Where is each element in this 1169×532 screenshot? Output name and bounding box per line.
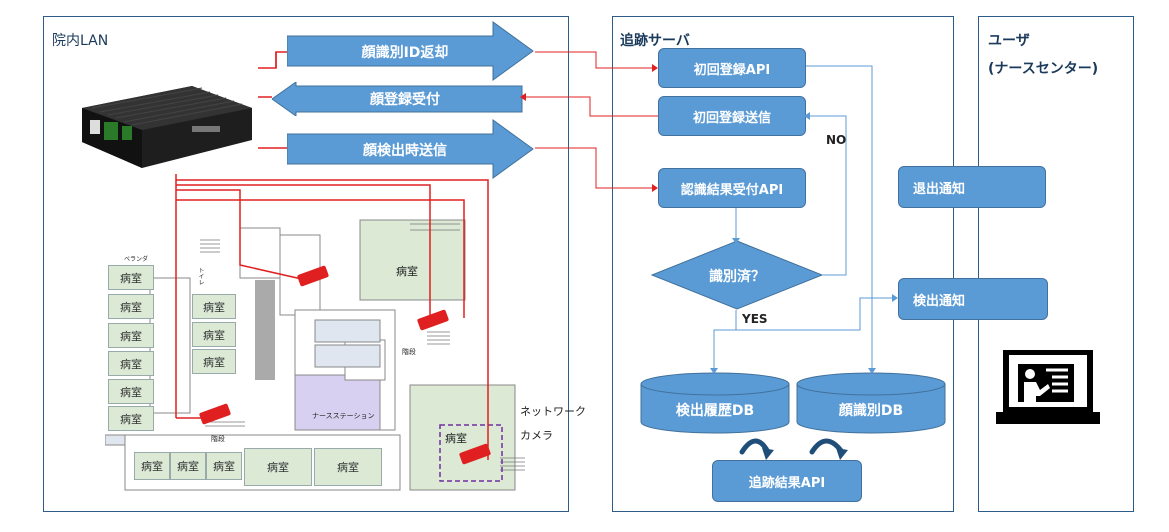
edge-device-image <box>72 68 258 174</box>
stairs-label-2: 階段 <box>211 435 225 443</box>
room-inner-2: 病室 <box>192 322 236 347</box>
lan-panel-title: 院内LAN <box>52 33 109 49</box>
face-id-db-cylinder <box>796 372 946 438</box>
face-id-db-label: 顔識別DB <box>838 403 904 419</box>
room-inner-1: 病室 <box>192 294 236 319</box>
detect-notice-box: 検出通知 <box>898 278 1048 320</box>
room-right-label: 病室 <box>445 432 467 445</box>
decision-label: 識別済？ <box>709 269 765 285</box>
room-bottom-2: 病室 <box>170 452 206 480</box>
room-top-right-label: 病室 <box>396 265 418 278</box>
monitor-presentation-icon <box>996 349 1100 432</box>
stairs-label-1: 階段 <box>402 348 416 356</box>
network-camera-label-2: カメラ <box>520 429 553 442</box>
face-register-receive-arrow <box>271 81 524 120</box>
floor-plan <box>104 200 525 500</box>
recognition-result-api-box: 認識結果受付API <box>658 168 806 208</box>
face-id-return-label: 顔識別ID返却 <box>361 45 449 61</box>
yes-label: YES <box>742 312 768 326</box>
room-left-4: 病室 <box>108 351 154 376</box>
room-inner-3: 病室 <box>192 349 236 374</box>
face-register-receive-label: 顔登録受付 <box>370 92 440 108</box>
room-left-5: 病室 <box>108 379 154 404</box>
initial-register-send-box: 初回登録送信 <box>658 96 806 136</box>
nurse-station-label: ナースステーション <box>312 412 375 420</box>
room-left-2: 病室 <box>108 294 154 319</box>
room-bottom-4: 病室 <box>244 448 312 486</box>
room-bottom-5: 病室 <box>314 448 382 486</box>
user-panel-title-2: (ナースセンター) <box>988 61 1099 77</box>
face-detect-send-arrow <box>286 118 535 184</box>
network-wiring <box>175 51 491 465</box>
room-left-6: 病室 <box>108 406 154 431</box>
tracking-result-api-box: 追跡結果API <box>712 460 862 502</box>
room-left-1: 病室 <box>108 265 154 290</box>
exit-notice-box: 退出通知 <box>898 166 1046 208</box>
detect-history-db-label: 検出履歴DB <box>675 403 755 419</box>
camera-icon <box>199 265 491 465</box>
user-panel-title-1: ユーザ <box>988 33 1030 49</box>
decision-diamond <box>650 240 824 314</box>
server-panel-title: 追跡サーバ <box>620 33 690 49</box>
face-detect-send-label: 顔検出時送信 <box>363 143 447 159</box>
face-id-return-arrow <box>286 20 535 86</box>
no-label: NO <box>826 133 847 147</box>
initial-register-api-box: 初回登録API <box>658 48 806 88</box>
network-camera-label-1: ネットワーク <box>520 405 586 418</box>
room-bottom-3: 病室 <box>206 452 242 480</box>
user-panel <box>978 16 1134 512</box>
room-left-3: 病室 <box>108 323 154 348</box>
toilet-label: トイレ <box>197 267 204 285</box>
veranda-label: ベランダ <box>124 256 149 263</box>
detect-history-db-cylinder <box>640 372 790 438</box>
room-bottom-1: 病室 <box>134 452 170 480</box>
